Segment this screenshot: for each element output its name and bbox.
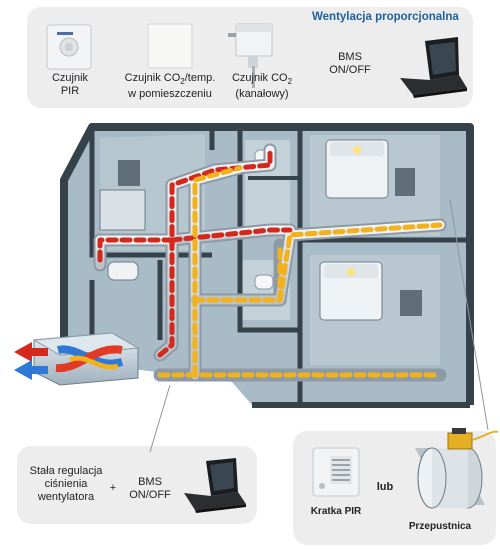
fan-pressure-control-label: Stała regulacja ciśnienia wentylatora [29,465,103,503]
pir-grille-icon [312,447,360,497]
co2-duct-sensor-icon [228,23,273,88]
pir-sensor-label: Czujnik PIR [51,72,89,97]
co2-room-sensor-label: Czujnik CO2/temp. w pomieszczeniu [124,72,216,101]
pir-sensor-icon [46,24,92,70]
pir-grille-label: Kratka PIR [310,506,362,517]
bms-top-label: BMS ON/OFF [329,51,371,76]
co2-duct-sensor-label: Czujnik CO2 (kanałowy) [231,72,293,101]
damper-icon [415,428,499,509]
co2-room-sensor-icon [147,23,193,69]
plus-sign: + [109,482,117,494]
bms-bottom-label: BMS ON/OFF [129,476,171,501]
duct-network [93,143,447,382]
damper-label: Przepustnica [408,521,472,532]
air-handling-unit [32,332,140,386]
laptop-icon [184,458,246,513]
proportional-ventilation-title: Wentylacja proporcjonalna [312,11,459,23]
or-label: lub [376,481,394,493]
connector-line-left [149,384,171,453]
connector-line-right [449,199,489,431]
outside-air-arrows [14,342,48,380]
laptop-icon [400,37,467,98]
